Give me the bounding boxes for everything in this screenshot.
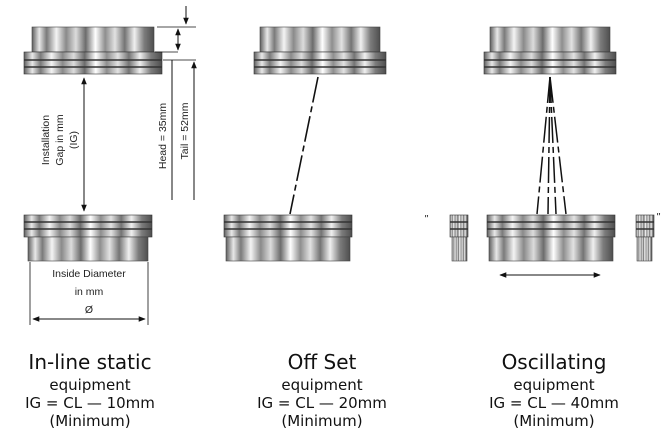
svg-text:Inside Diameter: Inside Diameter xyxy=(52,268,126,280)
caption-formula: IG = CL — 40mm xyxy=(489,394,619,412)
offset-top-fitting xyxy=(253,26,387,75)
oscillating-bottom-fitting xyxy=(486,214,616,262)
svg-text:Head = 35mm: Head = 35mm xyxy=(157,103,169,169)
oscillating-top-fitting xyxy=(483,26,617,75)
offset-center-line xyxy=(289,76,319,215)
caption-note: (Minimum) xyxy=(513,412,595,430)
caption-inline-static: In-line static equipment IG = CL — 10mm … xyxy=(0,352,200,432)
svg-text:Gap in mm: Gap in mm xyxy=(54,114,66,166)
caption-formula: IG = CL — 20mm xyxy=(257,394,387,412)
caption-sub: equipment xyxy=(49,376,131,394)
svg-text:in mm: in mm xyxy=(75,286,104,298)
installation-gap-label: Installation Gap in mm (IG) xyxy=(40,114,80,166)
quote-mark-right: " xyxy=(656,211,661,223)
caption-title: Oscillating xyxy=(501,350,607,374)
oscillating-ghost-right xyxy=(635,214,655,262)
caption-note: (Minimum) xyxy=(281,412,363,430)
caption-off-set: Off Set equipment IG = CL — 20mm (Minimu… xyxy=(212,352,432,432)
inline-top-fitting xyxy=(23,26,163,75)
oscillating-ghost-left xyxy=(449,214,469,262)
caption-oscillating: Oscillating equipment IG = CL — 40mm (Mi… xyxy=(444,352,664,432)
svg-text:Ø: Ø xyxy=(85,304,93,316)
caption-title: Off Set xyxy=(287,350,357,374)
caption-note: (Minimum) xyxy=(49,412,131,430)
head-label: Head = 35mm xyxy=(157,103,169,169)
quote-mark-left: " xyxy=(424,213,429,225)
caption-title: In-line static xyxy=(28,350,152,374)
svg-text:Installation: Installation xyxy=(40,115,52,165)
svg-text:Tail = 52mm: Tail = 52mm xyxy=(179,102,191,159)
svg-text:(IG): (IG) xyxy=(68,131,80,149)
caption-sub: equipment xyxy=(513,376,595,394)
head-tail-dimensions xyxy=(155,6,197,200)
offset-bottom-fitting xyxy=(223,214,353,262)
tail-label: Tail = 52mm xyxy=(179,102,191,159)
caption-sub: equipment xyxy=(281,376,363,394)
inside-diameter-dimension: Inside Diameter in mm Ø xyxy=(29,262,149,325)
caption-formula: IG = CL — 10mm xyxy=(25,394,155,412)
oscillating-center-lines xyxy=(536,76,567,215)
inline-bottom-fitting xyxy=(23,214,153,262)
